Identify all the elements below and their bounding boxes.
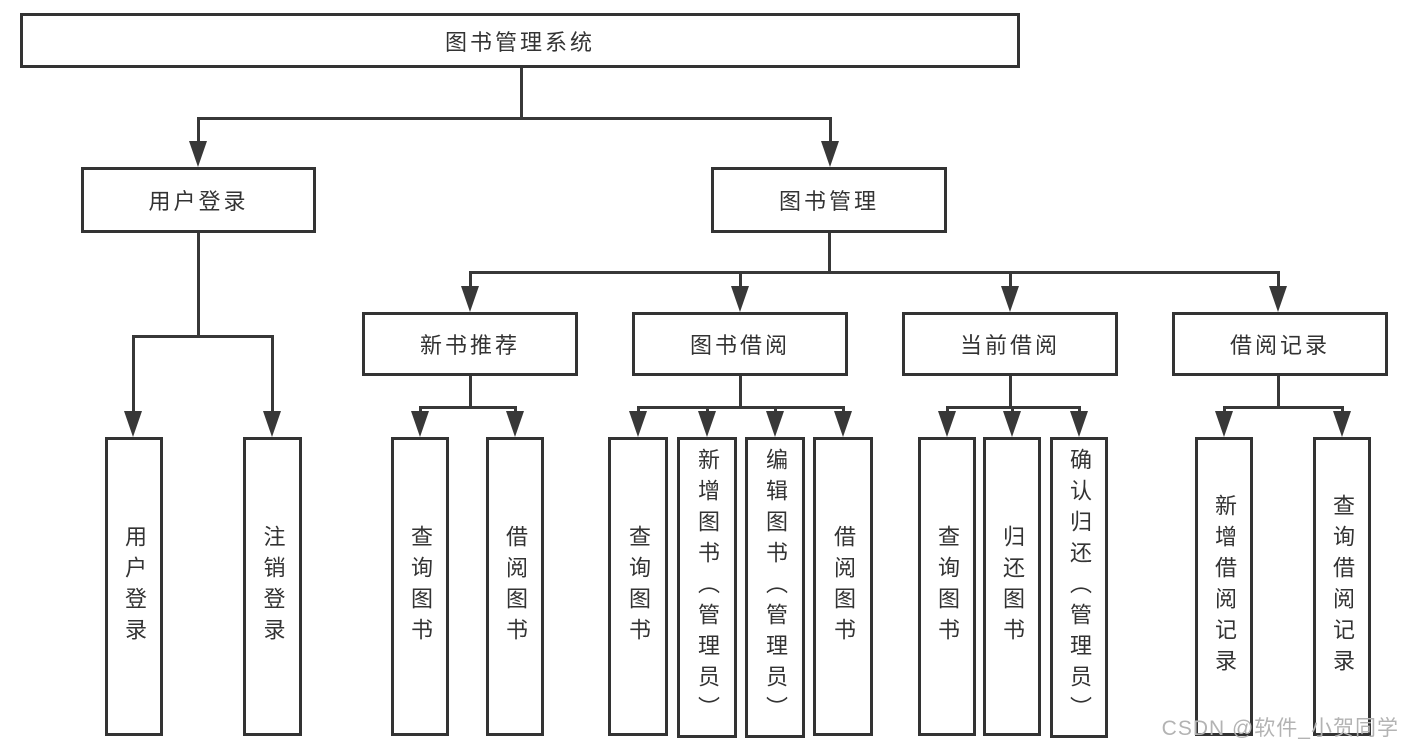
node-borrow-book-borrowing: 借阅图书 (813, 437, 873, 736)
node-label: 用户登录 (148, 189, 249, 214)
connector-line (514, 406, 517, 414)
connector-line (1078, 406, 1081, 414)
connector-line (197, 117, 200, 145)
node-user-login: 用户登录 (81, 167, 316, 233)
node-add-borrow-record: 新增借阅记录 (1195, 437, 1253, 736)
arrow-down-icon (731, 286, 749, 312)
node-label: 归还图书 (1000, 524, 1025, 649)
arrow-down-icon (1003, 411, 1021, 437)
node-confirm-return-admin: 确认归还（管理员） (1050, 437, 1108, 738)
node-add-book-admin: 新增图书（管理员） (677, 437, 737, 738)
node-label: 借阅记录 (1229, 333, 1330, 358)
node-label: 确认归还（管理员） (1067, 448, 1092, 727)
connector-line (638, 406, 843, 409)
node-query-book-borrowing: 查询图书 (608, 437, 668, 736)
connector-line (774, 406, 777, 414)
connector-line (132, 335, 274, 338)
arrow-down-icon (189, 141, 207, 167)
node-book-management: 图书管理 (711, 167, 947, 233)
node-label: 新增图书（管理员） (695, 448, 720, 727)
node-label: 借阅图书 (831, 524, 856, 649)
connector-line (829, 117, 832, 145)
connector-line (132, 335, 135, 415)
connector-line (637, 406, 640, 414)
connector-line (469, 376, 472, 406)
arrow-down-icon (1215, 411, 1233, 437)
connector-line (1224, 406, 1342, 409)
connector-line (842, 406, 845, 414)
connector-line (420, 406, 515, 409)
node-label: 用户登录 (122, 524, 147, 649)
node-borrow-book-recommend: 借阅图书 (486, 437, 544, 736)
connector-line (271, 335, 274, 415)
node-book-borrowing: 图书借阅 (632, 312, 848, 376)
arrow-down-icon (506, 411, 524, 437)
node-borrowing-records: 借阅记录 (1172, 312, 1388, 376)
connector-line (469, 271, 1280, 274)
node-label: 注销登录 (260, 524, 286, 649)
connector-line (469, 271, 472, 289)
connector-line (946, 406, 949, 414)
connector-line (1341, 406, 1344, 414)
node-new-book-recommendation: 新书推荐 (362, 312, 578, 376)
arrow-down-icon (1001, 286, 1019, 312)
node-return-book: 归还图书 (983, 437, 1041, 736)
node-label: 查询图书 (935, 524, 960, 649)
arrow-down-icon (263, 411, 281, 437)
arrow-down-icon (1070, 411, 1088, 437)
node-edit-book-admin: 编辑图书（管理员） (745, 437, 805, 738)
node-label: 当前借阅 (959, 333, 1060, 358)
node-library-system: 图书管理系统 (20, 13, 1020, 68)
connector-line (739, 376, 742, 406)
watermark: CSDN @软件_小贺同学 (1161, 717, 1399, 740)
connector-line (828, 233, 831, 271)
node-label: 查询图书 (626, 524, 651, 649)
node-query-book-recommend: 查询图书 (391, 437, 449, 736)
node-label: 借阅图书 (503, 524, 528, 649)
connector-line (197, 117, 831, 120)
connector-line (419, 406, 422, 414)
node-label: 图书借阅 (689, 333, 790, 358)
connector-line (1011, 406, 1014, 414)
connector-line (1009, 271, 1012, 289)
node-query-borrow-record: 查询借阅记录 (1313, 437, 1371, 736)
node-logout: 注销登录 (243, 437, 302, 736)
arrow-down-icon (411, 411, 429, 437)
node-label: 新增借阅记录 (1212, 493, 1237, 680)
arrow-down-icon (938, 411, 956, 437)
node-label: 新书推荐 (419, 333, 520, 358)
connector-line (1277, 271, 1280, 289)
arrow-down-icon (1333, 411, 1351, 437)
node-label: 图书管理系统 (444, 29, 595, 55)
arrow-down-icon (698, 411, 716, 437)
arrow-down-icon (766, 411, 784, 437)
connector-line (1009, 376, 1012, 406)
arrow-down-icon (629, 411, 647, 437)
connector-line (197, 233, 200, 335)
arrow-down-icon (1269, 286, 1287, 312)
arrow-down-icon (821, 141, 839, 167)
connector-line (520, 68, 523, 117)
connector-line (1223, 406, 1226, 414)
arrow-down-icon (834, 411, 852, 437)
node-current-borrowing: 当前借阅 (902, 312, 1118, 376)
node-label: 查询借阅记录 (1330, 493, 1355, 680)
node-query-book-current: 查询图书 (918, 437, 976, 736)
node-label: 图书管理 (778, 189, 879, 214)
node-login: 用户登录 (105, 437, 163, 736)
connector-line (739, 271, 742, 289)
arrow-down-icon (461, 286, 479, 312)
connector-line (1277, 376, 1280, 406)
arrow-down-icon (124, 411, 142, 437)
connector-line (706, 406, 709, 414)
node-label: 编辑图书（管理员） (763, 448, 788, 727)
node-label: 查询图书 (408, 524, 433, 649)
